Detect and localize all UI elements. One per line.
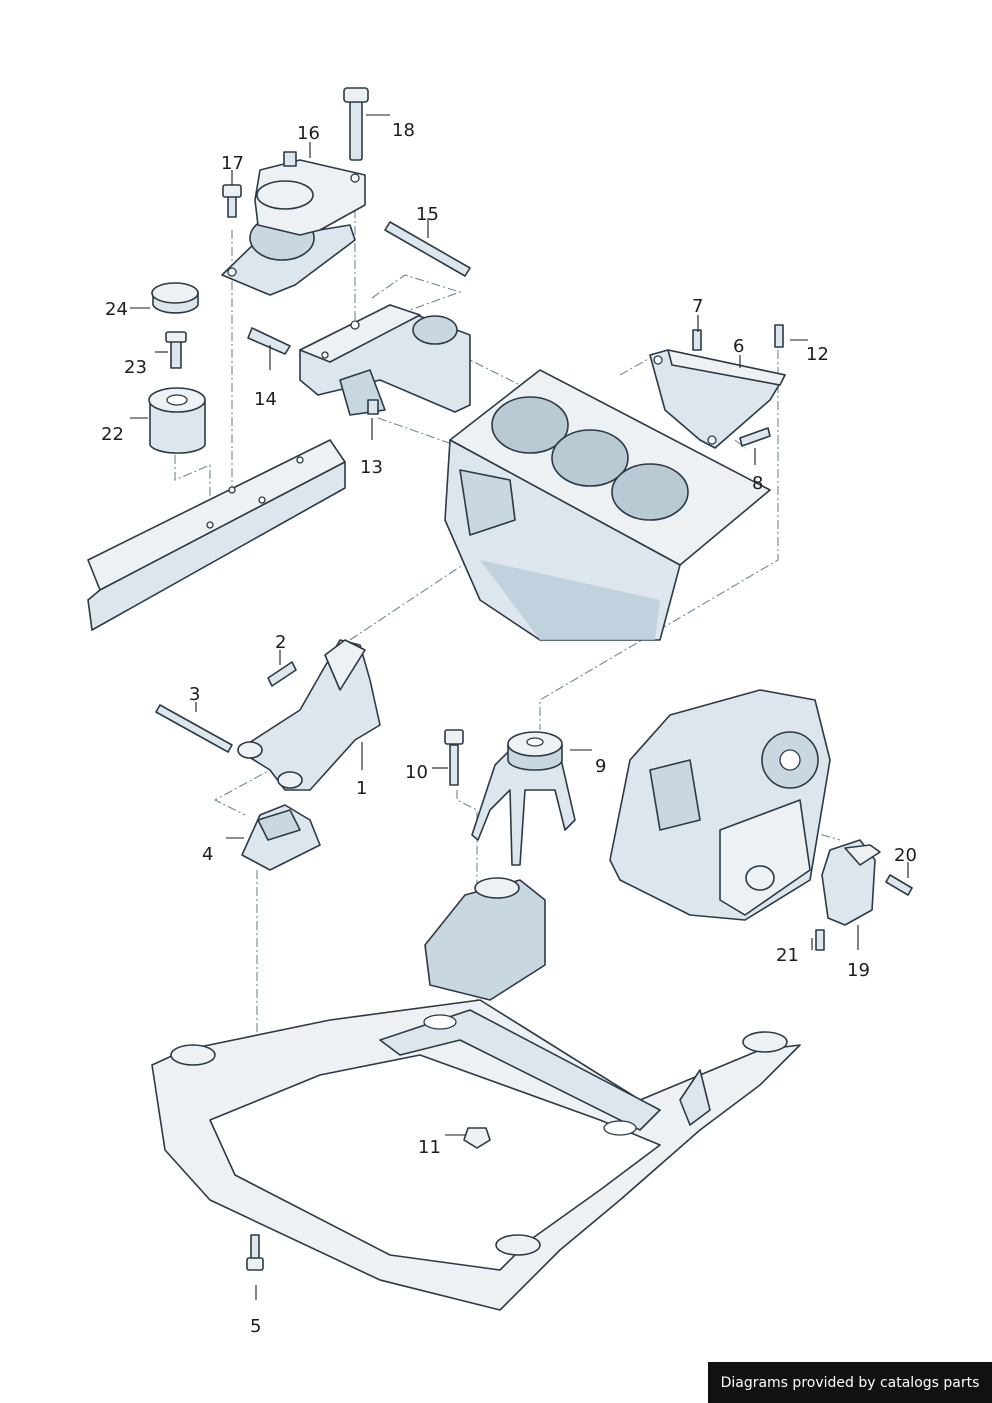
engine-block	[444, 369, 771, 641]
callout-14: 14	[254, 389, 277, 410]
callout-23: 23	[124, 357, 147, 378]
callout-6: 6	[733, 336, 744, 357]
callout-21: 21	[776, 945, 799, 966]
part-24-cap	[151, 282, 199, 314]
chassis-rail	[87, 439, 346, 631]
part-19-mount	[821, 839, 881, 926]
subframe	[151, 877, 801, 1311]
leader-lines	[130, 114, 909, 1300]
callout-11: 11	[418, 1137, 441, 1158]
callout-4: 4	[202, 844, 213, 865]
part-1-bracket	[237, 639, 381, 791]
callout-13: 13	[360, 457, 383, 478]
fasteners	[155, 87, 913, 1271]
callout-1: 1	[356, 778, 367, 799]
part-13-bracket	[299, 304, 471, 416]
callout-16: 16	[297, 123, 320, 144]
callout-3: 3	[189, 684, 200, 705]
callout-22: 22	[101, 424, 124, 445]
callout-19: 19	[847, 960, 870, 981]
part-9-mount	[471, 731, 576, 866]
callout-18: 18	[392, 120, 415, 141]
callout-17: 17	[221, 153, 244, 174]
callout-8: 8	[752, 473, 763, 494]
callout-9: 9	[595, 756, 606, 777]
gearbox	[609, 689, 831, 921]
callout-20: 20	[894, 845, 917, 866]
callout-5: 5	[250, 1316, 261, 1337]
part-4-mount	[241, 804, 321, 871]
part-16-mount	[221, 151, 366, 296]
part-22-bushing	[148, 387, 206, 454]
diagram-credit-badge: Diagrams provided by catalogs parts	[708, 1362, 992, 1403]
callout-numbers: 1 2 3 4 5 6 7 8 9 10 11 12 13 14 15 16 1…	[101, 120, 917, 1337]
callout-24: 24	[105, 299, 128, 320]
part-6-bracket	[649, 349, 786, 449]
callout-7: 7	[692, 296, 703, 317]
callout-10: 10	[405, 762, 428, 783]
callout-15: 15	[416, 204, 439, 225]
diagram-credit-text: Diagrams provided by catalogs parts	[720, 1374, 980, 1391]
callout-12: 12	[806, 344, 829, 365]
callout-2: 2	[275, 632, 286, 653]
